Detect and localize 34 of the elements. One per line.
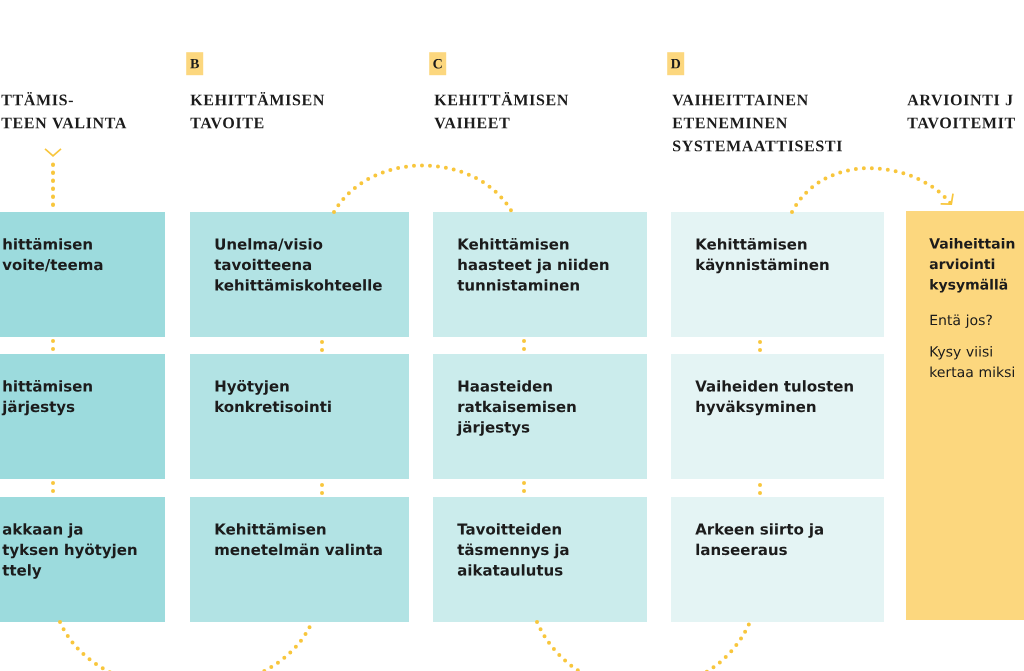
- dotted-arrow: [790, 166, 954, 214]
- dotted-connector: [522, 339, 526, 352]
- letter-badge: B: [186, 52, 204, 76]
- dotted-connector: [51, 339, 55, 352]
- column-heading: VAIHEITTAINEN ETENEMINEN SYSTEMAATTISESTI: [672, 94, 842, 152]
- note-box: Vaiheittain arviointi kysymällä Entä jos? Kysy viisi kertaa miksi: [906, 211, 1024, 620]
- dotted-connector: [320, 481, 324, 495]
- step-box: Tavoitteiden täsmennys ja aikataulutus: [433, 497, 647, 622]
- column-heading: KEHITTÄMISEN VAIHEET: [434, 91, 569, 129]
- dotted-connector: [758, 481, 762, 495]
- dotted-connector: [51, 481, 55, 495]
- letter-badge: C: [429, 52, 447, 76]
- dotted-connector: [758, 339, 762, 352]
- step-box: Kehittämisen haasteet ja niiden tunnistaminen: [433, 212, 647, 337]
- dotted-connector: [320, 339, 324, 352]
- dotted-connector: [522, 481, 526, 495]
- step-box: Vaiheiden tulosten hyväksyminen: [671, 354, 884, 479]
- column-heading: KEHITTÄMISEN TAVOITE: [190, 91, 325, 129]
- dotted-connector: [535, 620, 752, 671]
- step-box: hittämisen järjestys: [0, 354, 165, 479]
- column-heading: ARVIOINTI J TAVOITEMIT: [907, 94, 1015, 129]
- column-heading: TTÄMIS- TEEN VALINTA: [1, 91, 127, 129]
- step-box: Hyötyjen konkretisointi: [190, 354, 409, 479]
- step-box: Haasteiden ratkaisemisen järjestys: [433, 354, 647, 479]
- dotted-connector: [332, 163, 514, 214]
- step-box: Unelma/visio tavoitteena kehittämiskohteelle: [190, 212, 409, 337]
- letter-badge: D: [667, 52, 685, 76]
- step-box: hittämisen voite/teema: [0, 212, 165, 337]
- dotted-arrow: [44, 146, 62, 207]
- dotted-connector: [58, 620, 314, 671]
- step-box: Kehittämisen menetelmän valinta: [190, 497, 409, 622]
- step-box: akkaan ja tyksen hyötyjen ttely: [0, 497, 165, 622]
- step-box: Kehittämisen käynnistäminen: [671, 212, 884, 337]
- step-box: Arkeen siirto ja lanseeraus: [671, 497, 884, 622]
